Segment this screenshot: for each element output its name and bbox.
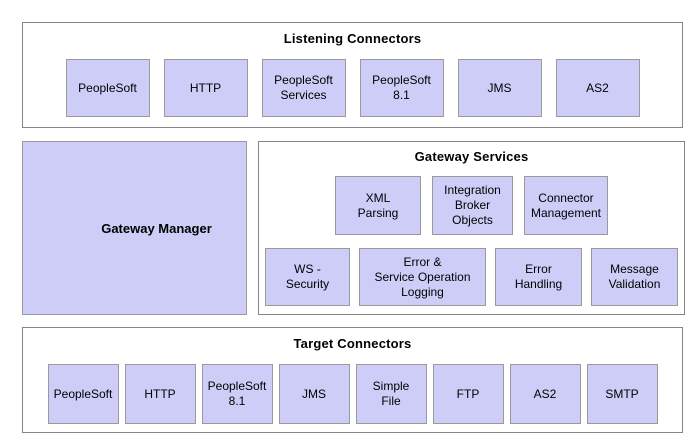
box-listening-jms: JMS (457, 59, 542, 117)
box-target-peoplesoft: PeopleSoft (47, 364, 119, 424)
box-target-smtp: SMTP (586, 364, 658, 424)
gateway-services-section: Gateway Services XML Parsing Integration… (258, 141, 685, 315)
box-ws-security: WS - Security (265, 248, 350, 306)
box-target-as2: AS2 (509, 364, 581, 424)
box-listening-peoplesoft: PeopleSoft (65, 59, 150, 117)
box-target-http: HTTP (124, 364, 196, 424)
gateway-services-row-1: XML Parsing Integration Broker Objects C… (259, 176, 684, 235)
listening-connectors-row: PeopleSoft HTTP PeopleSoft Services Peop… (23, 59, 682, 117)
listening-connectors-title: Listening Connectors (283, 31, 422, 46)
box-listening-peoplesoft-services: PeopleSoft Services (261, 59, 346, 117)
listening-connectors-section: Listening Connectors PeopleSoft HTTP Peo… (22, 22, 683, 128)
box-error-handling: Error Handling (495, 248, 582, 306)
gateway-services-row-2: WS - Security Error & Service Operation … (259, 248, 684, 306)
box-target-ftp: FTP (432, 364, 504, 424)
target-connectors-section: Target Connectors PeopleSoft HTTP People… (22, 327, 683, 433)
box-target-peoplesoft-81: PeopleSoft 8.1 (201, 364, 273, 424)
gateway-services-title: Gateway Services (414, 149, 529, 164)
box-connector-management: Connector Management (524, 176, 608, 235)
box-xml-parsing: XML Parsing (335, 176, 421, 235)
box-integration-broker-objects: Integration Broker Objects (432, 176, 513, 235)
box-listening-http: HTTP (163, 59, 248, 117)
box-error-service-operation-logging: Error & Service Operation Logging (359, 248, 486, 306)
box-target-jms: JMS (278, 364, 350, 424)
box-target-simple-file: Simple File (355, 364, 427, 424)
target-connectors-row: PeopleSoft HTTP PeopleSoft 8.1 JMS Simpl… (23, 364, 682, 424)
gateway-manager-box: Gateway Manager (22, 141, 247, 315)
box-listening-peoplesoft-81: PeopleSoft 8.1 (359, 59, 444, 117)
box-message-validation: Message Validation (591, 248, 678, 306)
box-listening-as2: AS2 (555, 59, 640, 117)
target-connectors-title: Target Connectors (293, 336, 412, 351)
